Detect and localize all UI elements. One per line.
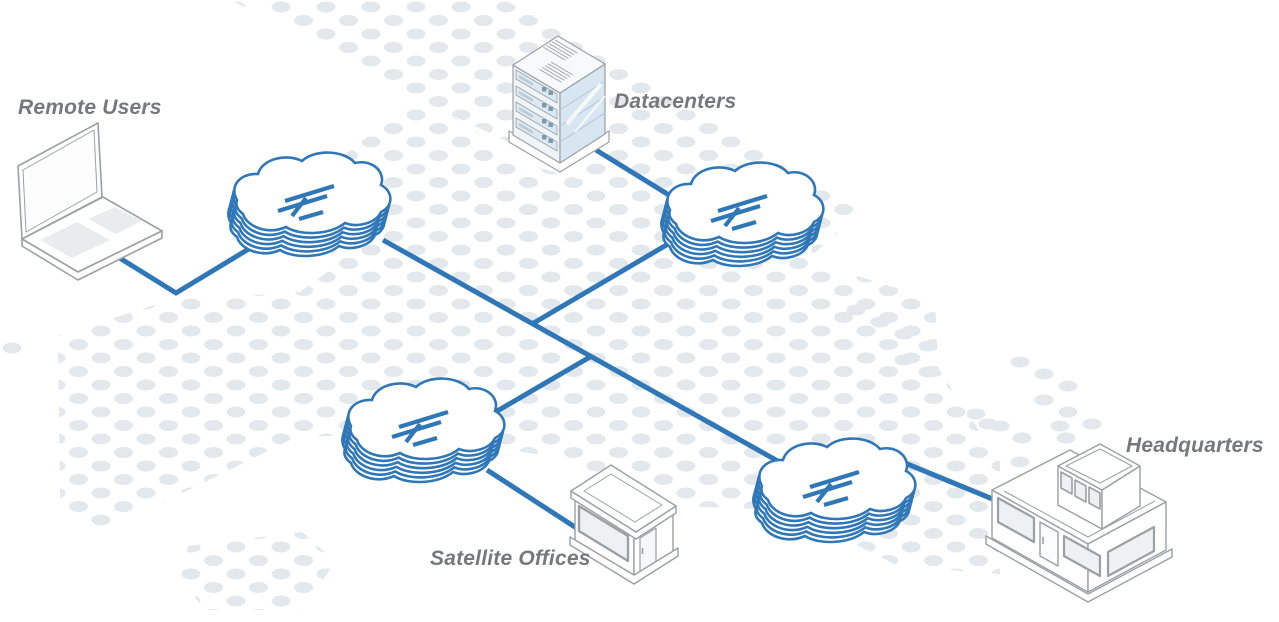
connection-line [899, 458, 996, 503]
label-satellite-offices: Satellite Offices [430, 547, 591, 570]
label-remote-users: Remote Users [18, 96, 162, 119]
building-icon [985, 443, 1173, 603]
small-building-icon [569, 464, 679, 585]
connection-line [530, 234, 682, 327]
cloud-node-south [342, 379, 504, 482]
label-datacenters: Datacenters [614, 90, 737, 113]
laptop-icon [17, 122, 163, 281]
scattered-dots [2, 304, 1102, 468]
cloud-node-northeast [661, 163, 823, 266]
connection-line [381, 237, 794, 472]
server-rack-icon [508, 35, 610, 173]
cloud-node-southeast [753, 439, 915, 542]
label-headquarters: Headquarters [1126, 434, 1264, 457]
connection-line [485, 467, 580, 532]
connection-line [478, 354, 592, 424]
cloud-node-west [228, 153, 390, 256]
connection-lines [108, 147, 996, 532]
